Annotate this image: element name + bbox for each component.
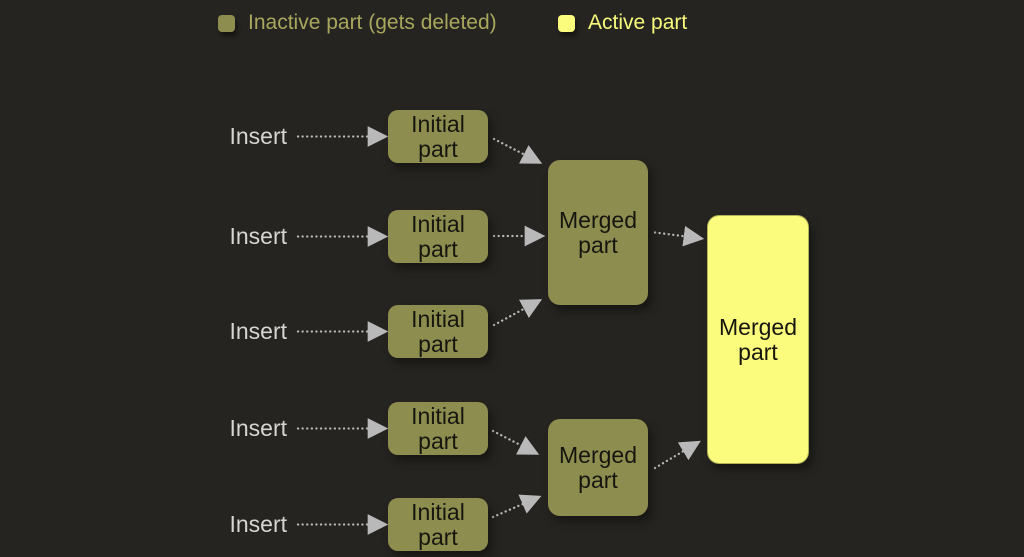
inactive-part-swatch <box>218 14 235 32</box>
initial-part-node-1: Initial part <box>388 110 488 163</box>
legend-item-inactive: Inactive part (gets deleted) <box>218 12 497 34</box>
merged-part-node-final-active: Merged part <box>707 215 809 464</box>
initial-part-node-3: Initial part <box>388 305 488 358</box>
merged-part-node-top: Merged part <box>548 160 648 305</box>
initial-part-label: Initial part <box>411 305 465 357</box>
merged-part-label: Merged part <box>559 441 637 493</box>
arrow-initial4-to-merged-bottom <box>491 429 540 455</box>
insert-label-3: Insert <box>229 318 287 344</box>
arrow-merged-top-to-final <box>653 225 705 247</box>
initial-part-label: Initial part <box>411 498 465 550</box>
insert-label-5: Insert <box>229 511 287 537</box>
initial-part-label: Initial part <box>411 402 465 454</box>
insert-label-4: Insert <box>229 415 287 441</box>
legend-item-active: Active part <box>558 12 687 34</box>
merged-part-label: Merged part <box>719 313 797 365</box>
insert-label-2: Insert <box>229 223 287 249</box>
initial-part-label: Initial part <box>411 210 465 262</box>
initial-part-node-5: Initial part <box>388 498 488 551</box>
legend-label-inactive: Inactive part (gets deleted) <box>248 11 497 34</box>
insert-label-1: Insert <box>229 123 287 149</box>
merged-part-node-bottom: Merged part <box>548 419 648 516</box>
initial-part-label: Initial part <box>411 110 465 162</box>
initial-part-node-4: Initial part <box>388 402 488 455</box>
arrow-merged-bottom-to-final <box>653 440 701 470</box>
active-part-swatch <box>558 14 575 32</box>
initial-part-node-2: Initial part <box>388 210 488 263</box>
merged-part-label: Merged part <box>559 206 637 258</box>
arrow-initial1-to-merged-top <box>492 137 543 164</box>
arrow-initial3-to-merged-top <box>492 299 543 327</box>
arrow-initial5-to-merged-bottom <box>491 494 542 519</box>
legend-label-active: Active part <box>588 11 688 34</box>
